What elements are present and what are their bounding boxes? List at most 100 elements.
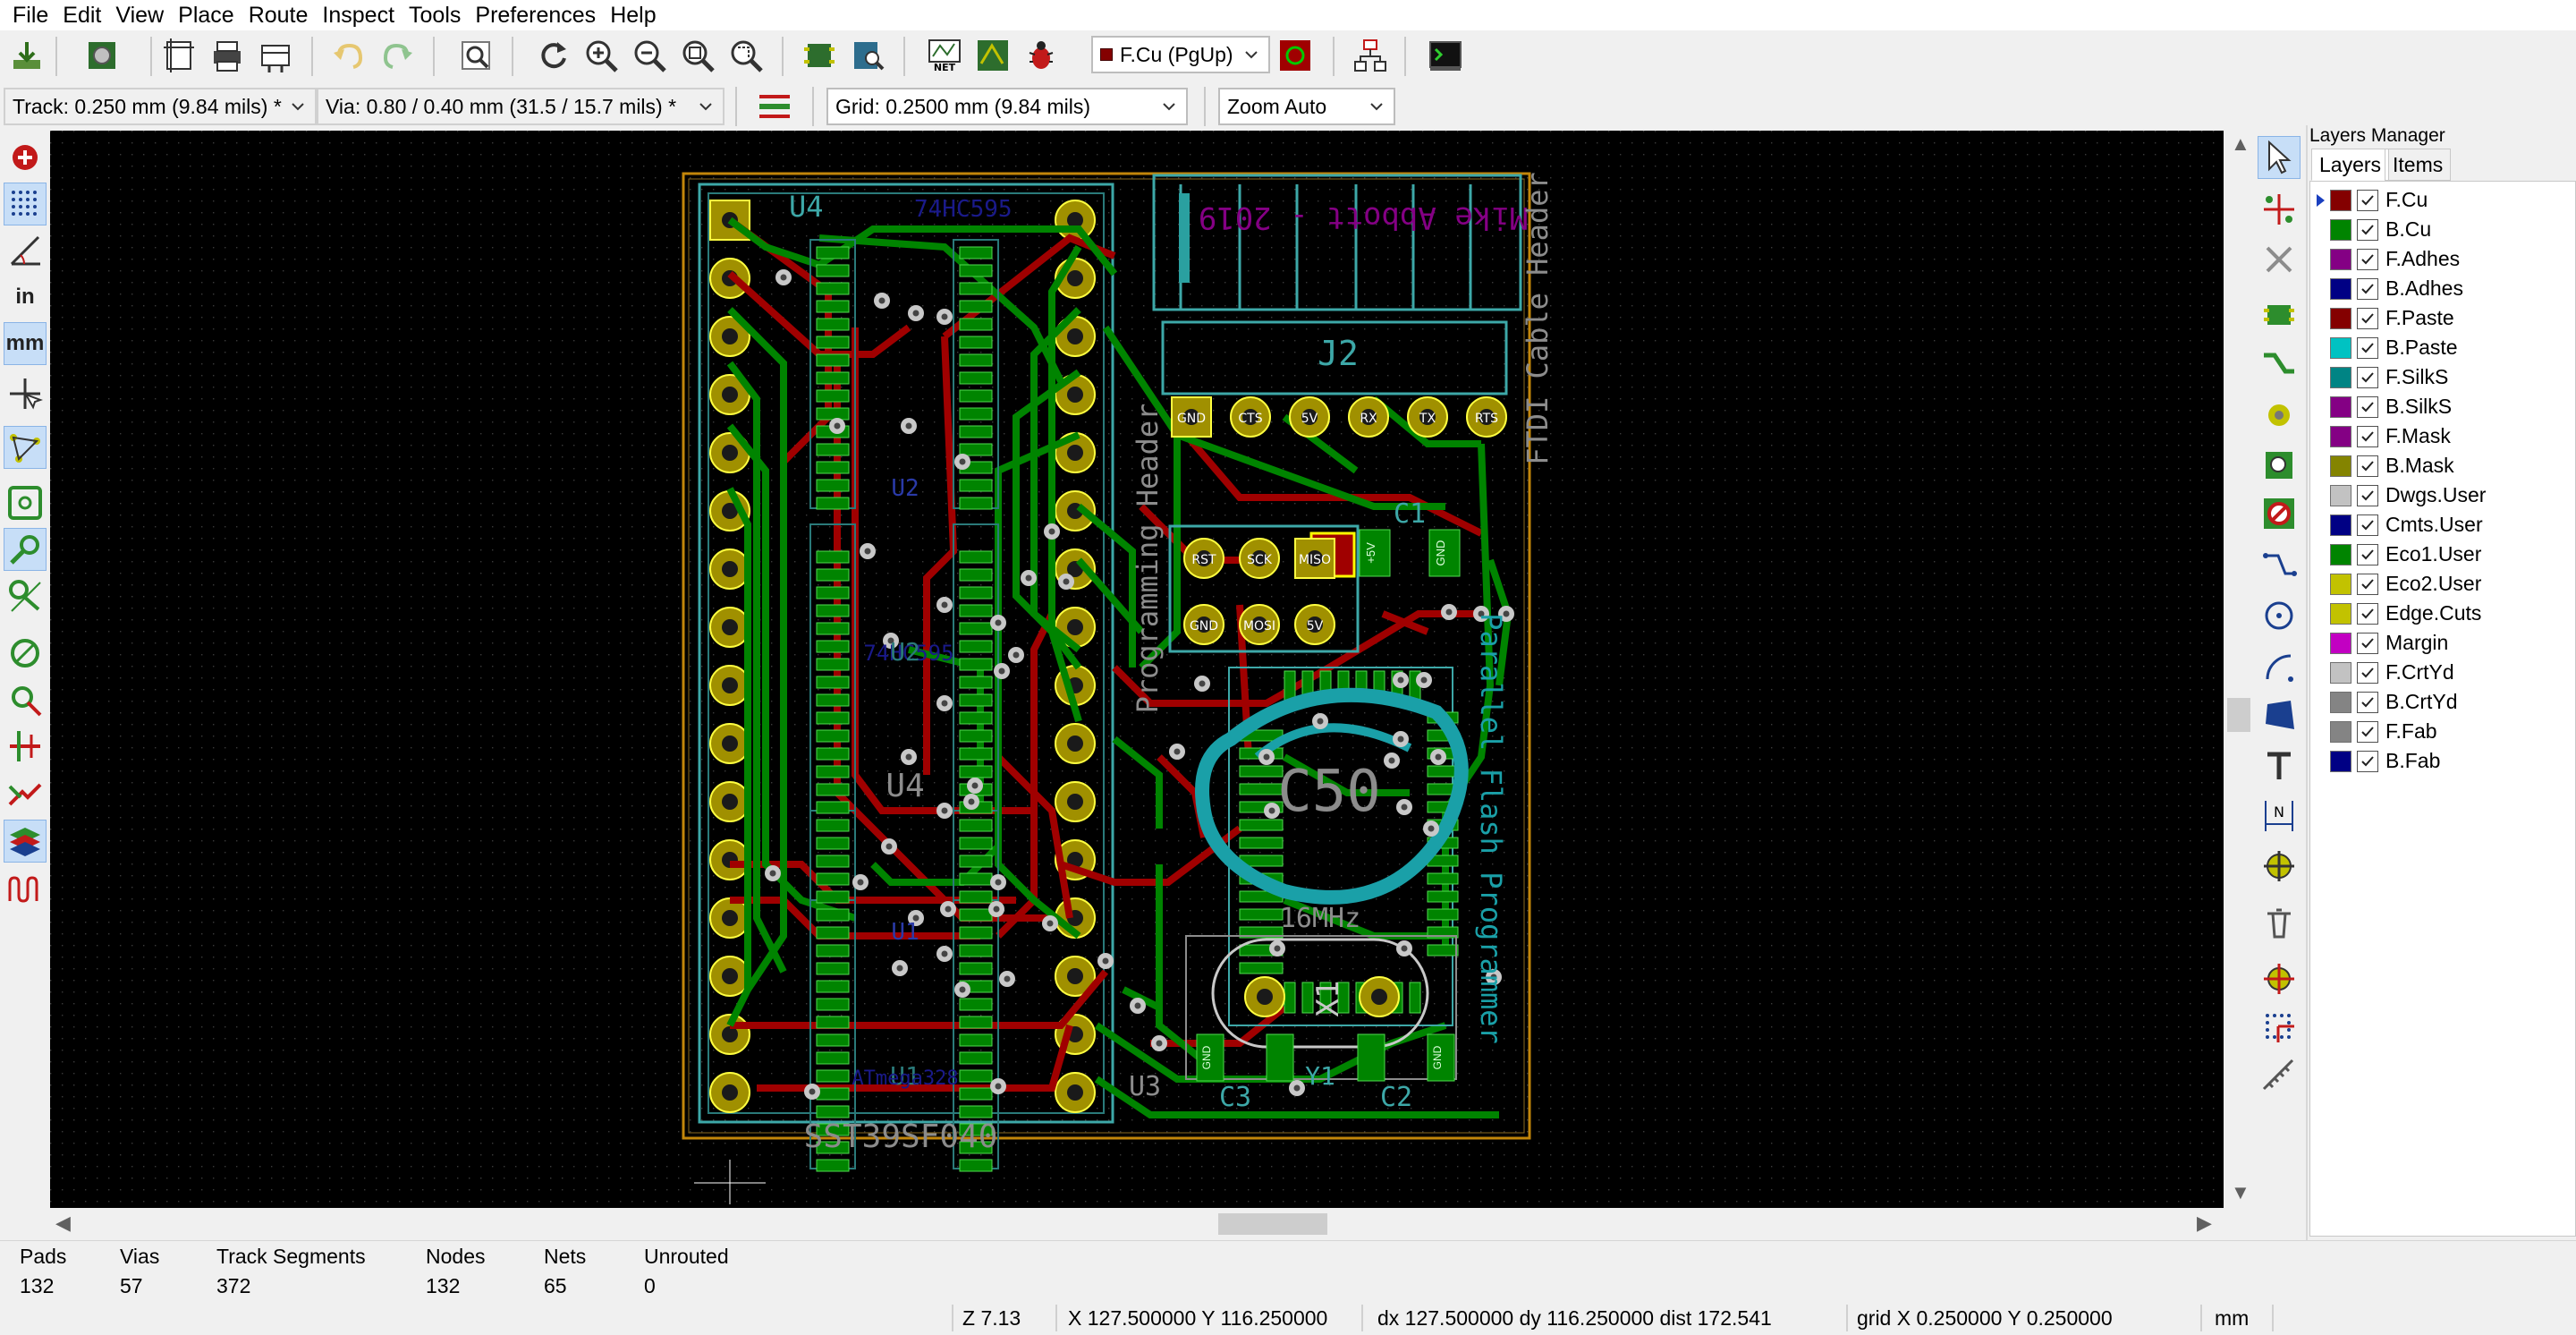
layer-row-b-silks[interactable]: B.SilkS [2310,392,2575,421]
menu-view[interactable]: View [115,3,165,28]
layer-row-b-adhes[interactable]: B.Adhes [2310,274,2575,303]
update-pcb-button[interactable] [971,34,1014,77]
add-target-button[interactable] [2258,845,2301,888]
menu-file[interactable]: File [13,3,49,28]
layer-visibility-checkbox[interactable] [2357,395,2378,418]
horizontal-scrollbar[interactable]: ◀ ▶ [50,1208,2224,1240]
plot-button[interactable] [254,34,297,77]
draw-polygon-button[interactable] [2258,694,2301,737]
layer-row-margin[interactable]: Margin [2310,628,2575,658]
layer-visibility-checkbox[interactable] [2357,425,2378,447]
menu-help[interactable]: Help [610,3,657,28]
footprint-editor-button[interactable] [798,34,841,77]
layer-visibility-checkbox[interactable] [2357,720,2378,743]
scroll-up-icon[interactable]: ▲ [2231,132,2250,155]
auto-track-width-button[interactable] [753,85,796,128]
layer-visibility-checkbox[interactable] [2357,336,2378,359]
measure-button[interactable] [2258,1054,2301,1097]
layer-visibility-checkbox[interactable] [2357,543,2378,565]
layer-color-swatch[interactable] [2330,277,2351,300]
active-layer-select[interactable]: F.Cu (PgUp) [1091,36,1270,73]
add-text-button[interactable] [2258,744,2301,787]
terminal-button[interactable] [1424,34,1467,77]
menu-route[interactable]: Route [248,3,309,28]
board-setup-button[interactable] [80,34,123,77]
save-button[interactable] [5,34,48,77]
layer-row-f-paste[interactable]: F.Paste [2310,303,2575,333]
layer-color-swatch[interactable] [2330,425,2351,447]
vertical-scrollbar[interactable]: ▲ ▼ [2224,131,2254,1208]
layer-visibility-checkbox[interactable] [2357,691,2378,713]
via-size-select[interactable]: Via: 0.80 / 0.40 mm (31.5 / 15.7 mils) * [317,88,724,125]
no-net-button[interactable] [2258,238,2301,281]
scripting-button[interactable] [1020,34,1063,77]
layer-color-swatch[interactable] [2330,366,2351,388]
scroll-down-icon[interactable]: ▼ [2231,1181,2250,1203]
grid-toggle-button[interactable] [4,183,47,225]
layer-visibility-checkbox[interactable] [2357,484,2378,506]
layer-color-swatch[interactable] [2330,573,2351,595]
layer-row-f-mask[interactable]: F.Mask [2310,421,2575,451]
pad-sketch-button[interactable] [4,481,47,524]
vertical-scroll-thumb[interactable] [2227,698,2250,732]
drill-origin-button[interactable] [2258,1006,2301,1049]
layer-color-swatch[interactable] [2330,543,2351,565]
add-dimension-button[interactable]: N [2258,795,2301,838]
layer-stack-button[interactable] [4,820,47,863]
undo-button[interactable] [327,34,370,77]
layer-row-eco2-user[interactable]: Eco2.User [2310,569,2575,599]
menu-tools[interactable]: Tools [409,3,462,28]
layer-row-f-crtyd[interactable]: F.CrtYd [2310,658,2575,687]
page-settings-button[interactable] [157,34,200,77]
units-inch-button[interactable]: in [4,276,47,319]
add-keepout-button[interactable] [2258,492,2301,535]
layer-color-swatch[interactable] [2330,602,2351,625]
layer-color-swatch[interactable] [2330,632,2351,654]
layer-pair-button[interactable] [1274,34,1317,77]
menu-inspect[interactable]: Inspect [322,3,395,28]
local-ratsnest-button[interactable] [2258,188,2301,231]
track-width-select[interactable]: Track: 0.250 mm (9.84 mils) * [4,88,317,125]
draw-line-button[interactable] [2258,544,2301,587]
read-netlist-button[interactable]: NET [923,34,966,77]
layer-color-swatch[interactable] [2330,661,2351,684]
layer-visibility-checkbox[interactable] [2357,307,2378,329]
autoplace-button[interactable] [1349,34,1392,77]
layer-color-swatch[interactable] [2330,395,2351,418]
layer-row-cmts-user[interactable]: Cmts.User [2310,510,2575,540]
refresh-button[interactable] [531,34,574,77]
layer-visibility-checkbox[interactable] [2357,750,2378,772]
layer-row-b-fab[interactable]: B.Fab [2310,746,2575,776]
footprint-browser-button[interactable] [846,34,889,77]
layer-row-f-cu[interactable]: F.Cu [2310,185,2575,215]
units-mm-button[interactable]: mm [4,322,47,365]
zoom-select[interactable]: Zoom Auto [1218,88,1395,125]
layer-row-b-cu[interactable]: B.Cu [2310,215,2575,244]
high-contrast-button[interactable] [4,725,47,768]
zoom-out-button[interactable] [628,34,671,77]
layer-visibility-checkbox[interactable] [2357,366,2378,388]
layer-row-f-adhes[interactable]: F.Adhes [2310,244,2575,274]
via-sketch-button[interactable] [4,528,47,571]
tab-layers[interactable]: Layers [2311,149,2390,181]
ratsnest-toggle-button[interactable] [4,426,47,469]
cursor-shape-button[interactable] [4,372,47,415]
layer-visibility-checkbox[interactable] [2357,602,2378,625]
microwave-button[interactable] [4,771,47,814]
layer-color-swatch[interactable] [2330,720,2351,743]
layer-color-swatch[interactable] [2330,307,2351,329]
layer-row-f-silks[interactable]: F.SilkS [2310,362,2575,392]
scroll-left-icon[interactable]: ◀ [55,1212,71,1234]
grid-origin-button[interactable] [2258,957,2301,1000]
layer-visibility-checkbox[interactable] [2357,455,2378,477]
layer-row-eco1-user[interactable]: Eco1.User [2310,540,2575,569]
length-tune-button[interactable] [4,868,47,911]
tab-items[interactable]: Items [2385,149,2452,181]
layer-row-dwgs-user[interactable]: Dwgs.User [2310,480,2575,510]
layer-color-swatch[interactable] [2330,336,2351,359]
add-zone-button[interactable] [2258,444,2301,487]
find-button[interactable] [454,34,497,77]
layer-visibility-checkbox[interactable] [2357,189,2378,211]
